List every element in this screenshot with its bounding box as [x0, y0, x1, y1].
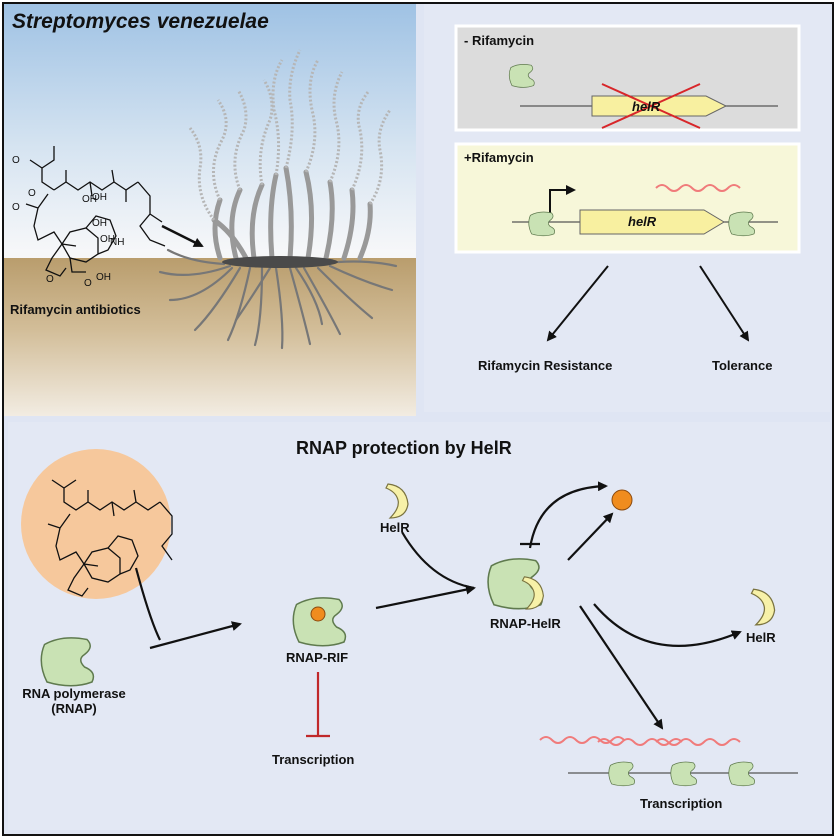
gene-label-plus: helR: [628, 214, 657, 229]
svg-text:O: O: [28, 188, 36, 199]
svg-text:O: O: [12, 155, 20, 166]
svg-text:O: O: [84, 278, 92, 289]
organism-title: Streptomyces venezuelae: [12, 10, 269, 33]
spore-chains: [188, 49, 392, 221]
mechanism-title: RNAP protection by HelR: [296, 438, 512, 458]
outcome-resistance: Rifamycin Resistance: [478, 358, 613, 373]
svg-text:OH: OH: [92, 218, 107, 229]
rnap-label-line1: RNA polymerase: [22, 686, 126, 701]
rifamycin-structure-top: [25, 146, 166, 277]
svg-text:O: O: [12, 202, 20, 213]
colony-mat: [222, 256, 338, 268]
rifamycin-structure-bottom: [47, 479, 173, 597]
substrate-mycelium: [158, 248, 398, 350]
antibiotic-label: Rifamycin antibiotics: [10, 302, 141, 317]
svg-text:OH: OH: [100, 234, 115, 245]
helr-label: HelR: [380, 520, 410, 535]
minus-dna: [508, 64, 778, 129]
transcription-blocked-label: Transcription: [272, 752, 355, 767]
svg-text:OH: OH: [96, 272, 111, 283]
svg-text:OH: OH: [92, 192, 107, 203]
aerial-hyphae: [211, 165, 373, 261]
outcome-tolerance: Tolerance: [712, 358, 773, 373]
plus-dna: [512, 184, 778, 237]
svg-text:O: O: [46, 274, 54, 285]
transcription-active-label: Transcription: [640, 796, 723, 811]
transcribing-dna: [539, 736, 798, 787]
helr-released-label: HelR: [746, 630, 776, 645]
rnap-label: RNA polymerase (RNAP): [14, 686, 134, 716]
minus-rifamycin-label: - Rifamycin: [464, 33, 535, 48]
soil-layer: [4, 258, 416, 416]
plus-rifamycin-label: +Rifamycin: [464, 150, 534, 165]
rnap-rif-label: RNAP-RIF: [286, 650, 349, 665]
svg-text:OH: OH: [82, 194, 97, 205]
svg-text:NH: NH: [110, 237, 124, 248]
gene-label-minus: helR: [632, 99, 661, 114]
rnap-helr-label: RNAP-HelR: [490, 616, 561, 631]
rifamycin-halo: [21, 449, 171, 599]
rnap-label-line2: (RNAP): [51, 701, 97, 716]
